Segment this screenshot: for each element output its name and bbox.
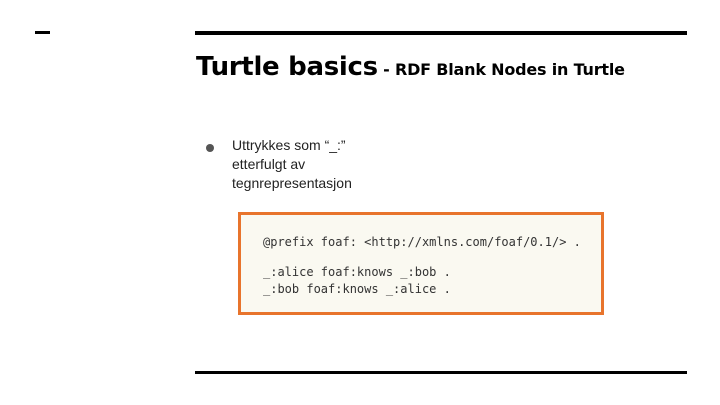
bottom-rule	[195, 371, 687, 374]
code-triple-line: _:alice foaf:knows _:bob .	[263, 265, 451, 279]
slide-title: Turtle basics - RDF Blank Nodes in Turtl…	[196, 52, 625, 82]
top-rule	[195, 31, 687, 35]
code-triple-line: _:bob foaf:knows _:alice .	[263, 282, 451, 296]
bullet-dot-icon	[206, 144, 214, 152]
bullet-line: etterfulgt av	[232, 156, 306, 172]
bullet-item: Uttrykkes som “_:” etterfulgt av tegnrep…	[206, 136, 392, 193]
turtle-code-block: @prefix foaf: <http://xmlns.com/foaf/0.1…	[241, 215, 601, 298]
bullet-line: tegnrepresentasjon	[232, 175, 352, 191]
code-blank-line	[263, 251, 601, 264]
bullet-list: Uttrykkes som “_:” etterfulgt av tegnrep…	[206, 136, 392, 193]
code-prefix-line: @prefix foaf: <http://xmlns.com/foaf/0.1…	[263, 235, 581, 249]
bullet-line: Uttrykkes som “_:”	[232, 137, 346, 153]
title-main: Turtle basics	[196, 52, 378, 82]
title-subtitle: - RDF Blank Nodes in Turtle	[377, 60, 625, 79]
bullet-text: Uttrykkes som “_:” etterfulgt av tegnrep…	[232, 136, 392, 193]
code-example-box: @prefix foaf: <http://xmlns.com/foaf/0.1…	[238, 212, 604, 315]
corner-dash-decoration	[35, 31, 50, 34]
